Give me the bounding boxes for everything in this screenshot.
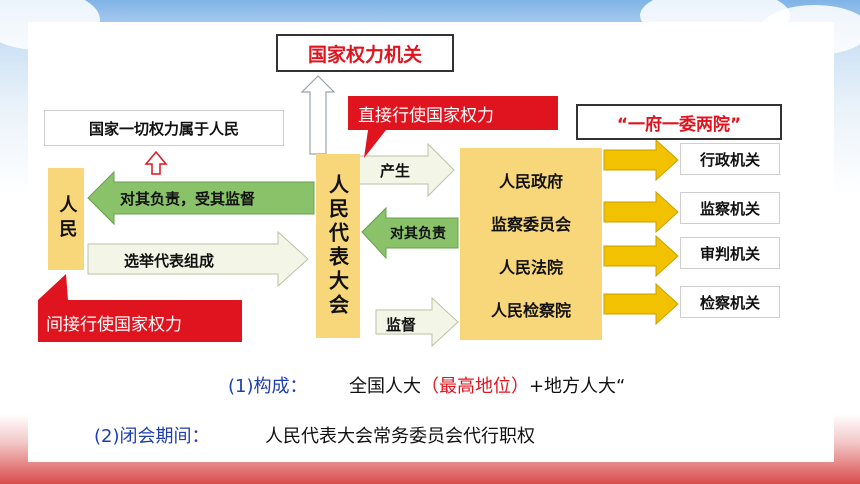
recess-label: (2)闭会期间： [94,426,210,447]
arrow-category-4 [603,282,679,326]
label-elect: 选举代表组成 [124,252,215,270]
organ-procuratorate: 人民检察院 [490,300,571,320]
arrow-category-1 [603,138,679,182]
composition-suffix: +地方人大“ [528,376,626,397]
top-box-power-organ: 国家权力机关 [276,34,454,72]
yifu-title-box: “一府一委两院” [576,104,782,140]
recess-text: 人民代表大会常务委员会代行职权 [264,426,535,447]
category-administrative: 行政机关 [680,143,780,175]
arrow-produce [347,142,455,198]
arrow-category-3 [603,234,679,278]
people-label: 人民 [56,195,78,243]
composition-highlight: （最高地位） [420,376,529,397]
callout-indirect-shape [38,274,242,342]
organ-supervision-commission: 监察委员会 [490,214,571,234]
category-supervisory: 监察机关 [680,192,780,224]
arrow-category-2 [603,190,679,234]
all-power-box: 国家一切权力属于人民 [44,110,284,146]
composition-label: (1)构成： [228,376,308,397]
label-supervise: 监督 [386,316,417,334]
diagram-arrows [38,75,679,348]
arrow-elect-right [87,230,309,288]
category-procuratorial: 检察机关 [680,286,780,318]
recess-line: (2)闭会期间： 人民代表大会常务委员会代行职权 [94,422,535,448]
arrow-supervise [375,296,459,348]
callout-direct-text: 直接行使国家权力 [358,106,494,126]
label-responsible-left: 对其负责，受其监督 [120,190,256,208]
label-produce: 产生 [380,162,411,180]
arrow-up-to-top-box [300,75,336,155]
people-box: 人民 [48,168,84,270]
callout-indirect-text: 间接行使国家权力 [46,315,182,335]
arrow-responsible-left [87,170,315,226]
organs-box: 人民政府 监察委员会 人民法院 人民检察院 [460,148,602,340]
arrow-up-small-red [144,150,168,175]
arrow-responsible [361,206,459,260]
slide-content: 国家权力机关 直接行使国家权力 国家一切权力属于人民 “一府一委两院” 人民 对… [28,22,834,462]
label-responsible: 对其负责 [390,226,446,242]
callout-direct-shape [348,96,558,158]
npc-box: 人民代表大会 [316,154,360,338]
composition-prefix: 全国人大 [348,376,421,397]
category-judicial: 审判机关 [680,237,780,269]
npc-label: 人民代表大会 [325,174,350,318]
composition-line: (1)构成： 全国人大（最高地位）+地方人大“ [228,372,625,398]
organ-court: 人民法院 [498,257,563,277]
organ-government: 人民政府 [498,171,563,191]
